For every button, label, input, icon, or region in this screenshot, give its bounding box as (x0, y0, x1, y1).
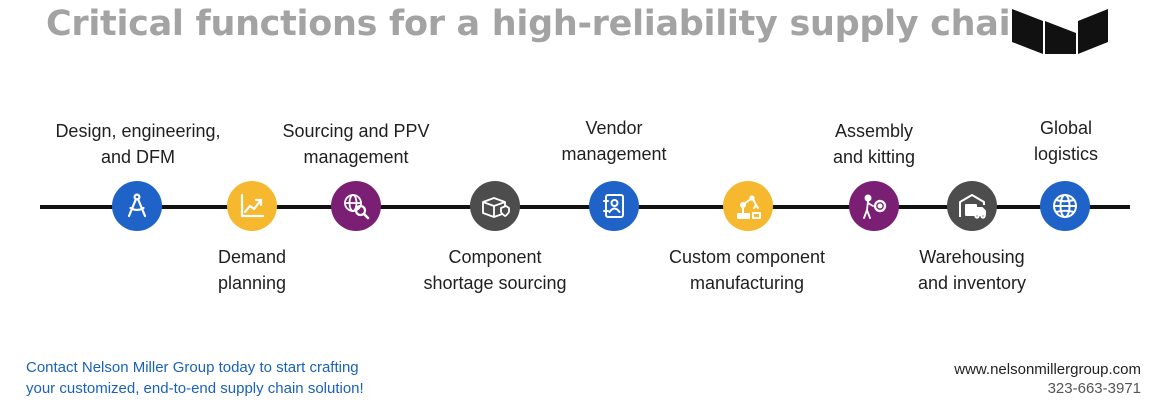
label-line: management (561, 144, 667, 164)
label-line: management (303, 147, 409, 167)
contact-message: Contact Nelson Miller Group today to sta… (26, 357, 364, 399)
label-line: Custom component (668, 247, 826, 267)
label-line: and inventory (917, 273, 1027, 293)
timeline-line (40, 205, 1130, 209)
step-node-assembly[interactable] (849, 181, 899, 231)
label-line: Demand (217, 247, 287, 267)
step-label-design: Design, engineering, and DFM (33, 118, 243, 170)
label-line: Component (448, 247, 542, 267)
label-line: and kitting (832, 147, 916, 167)
page-title: Critical functions for a high-reliabilit… (46, 4, 1035, 44)
contact-book-icon (603, 194, 624, 218)
label-line: Global (1039, 118, 1093, 138)
label-line: Sourcing and PPV (282, 121, 430, 141)
step-node-design[interactable] (112, 181, 162, 231)
step-node-demand[interactable] (227, 181, 277, 231)
step-node-sourcing[interactable] (331, 181, 381, 231)
step-label-demand: Demand planning (147, 244, 357, 296)
robot-arm-icon (737, 195, 761, 219)
label-line: Warehousing (919, 247, 1025, 267)
chart-growth-icon (240, 193, 265, 218)
warehouse-truck-icon (959, 194, 986, 219)
step-node-vendor[interactable] (589, 181, 639, 231)
step-label-sourcing: Sourcing and PPV management (251, 118, 461, 170)
worker-gear-icon (863, 194, 887, 219)
label-line: Vendor (585, 118, 643, 138)
label-line: Design, engineering, (55, 121, 221, 141)
label-line: shortage sourcing (423, 273, 567, 293)
contact-line: your customized, end-to-end supply chain… (26, 380, 364, 397)
label-line: manufacturing (689, 273, 805, 293)
label-line: planning (217, 273, 287, 293)
globe-search-icon (344, 194, 370, 220)
globe-icon (1053, 194, 1077, 218)
label-line: Assembly (834, 121, 914, 141)
step-node-component-shortage[interactable] (470, 181, 520, 231)
step-label-warehousing: Warehousing and inventory (867, 244, 1077, 296)
step-label-assembly: Assembly and kitting (769, 118, 979, 170)
step-label-component-shortage: Component shortage sourcing (390, 244, 600, 296)
step-label-global-logistics: Global logistics (961, 115, 1168, 167)
step-node-global-logistics[interactable] (1040, 181, 1090, 231)
step-label-custom-manufacturing: Custom component manufacturing (642, 244, 852, 296)
label-line: and DFM (100, 147, 176, 167)
brand-logo (1012, 9, 1108, 54)
website-link[interactable]: www.nelsonmillergroup.com (954, 361, 1141, 378)
label-line: logistics (1033, 144, 1099, 164)
step-node-warehousing[interactable] (947, 181, 997, 231)
step-label-vendor: Vendor management (509, 115, 719, 167)
contact-details: www.nelsonmillergroup.com 323-663-3971 (954, 360, 1141, 398)
contact-line: Contact Nelson Miller Group today to sta… (26, 359, 359, 376)
step-node-custom-manufacturing[interactable] (723, 181, 773, 231)
compass-icon (127, 193, 147, 218)
phone-number: 323-663-3971 (1047, 380, 1141, 397)
package-shield-icon (482, 197, 510, 218)
